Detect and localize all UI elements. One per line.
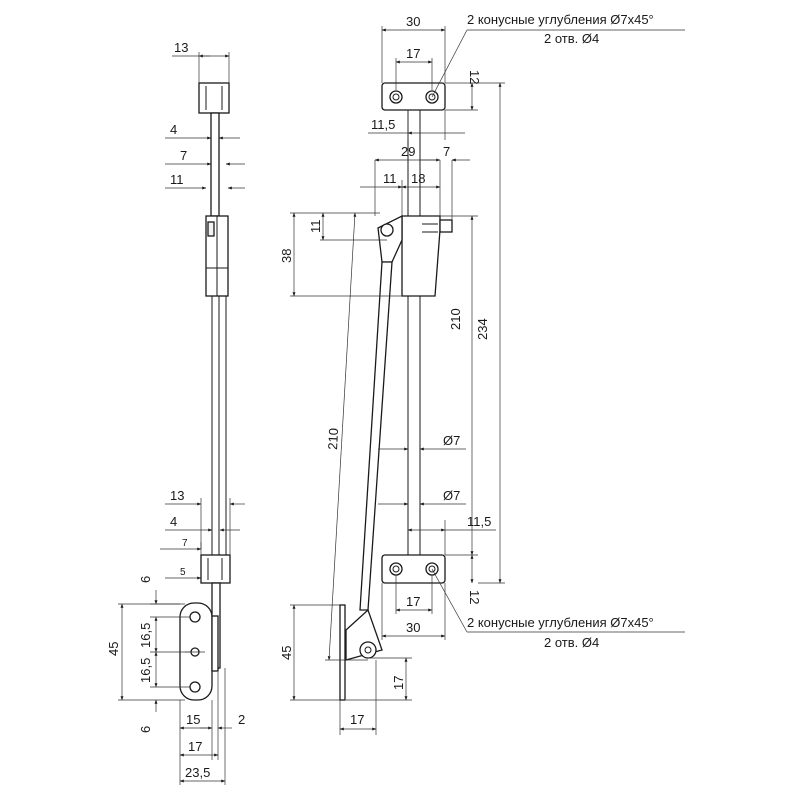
- dim-dia7-b: Ø7: [443, 488, 460, 503]
- dim-7-top: 7: [180, 148, 187, 163]
- dim-12-top: 12: [467, 70, 482, 84]
- dim-17-top: 17: [406, 46, 420, 61]
- left-side-view: 13 4 7 11 13 4 7 5 6: [106, 40, 245, 785]
- arm-head: [377, 214, 403, 263]
- slider-screw: [439, 219, 453, 233]
- dim-210: 210: [448, 308, 463, 330]
- note-top-line1: 2 конусные углубления Ø7x45°: [467, 12, 654, 27]
- dim-11-h: 11: [383, 171, 397, 186]
- dim-45: 45: [106, 642, 121, 656]
- dim-18: 18: [411, 171, 425, 186]
- bottom-pivot: [359, 641, 377, 659]
- left-top-bracket: [198, 82, 230, 114]
- note-bottom-line2: 2 отв. Ø4: [544, 635, 599, 650]
- dim-11-v: 11: [308, 220, 323, 234]
- dim-23-5: 23,5: [185, 765, 210, 780]
- dim-11-5-top: 11,5: [371, 117, 395, 132]
- dim-5: 5: [180, 567, 186, 578]
- dim-2: 2: [238, 712, 245, 727]
- dim-15: 15: [186, 712, 200, 727]
- plate-hole-top: [189, 611, 201, 623]
- right-front-view: 30 17 12 11,5 29 7 11 18: [279, 12, 685, 735]
- plate-hole-bottom: [189, 681, 201, 693]
- dim-13-bottom: 13: [170, 488, 184, 503]
- dim-12-bottom: 12: [467, 590, 482, 604]
- bottom-mount-block: [381, 554, 446, 584]
- slider-clamp: [401, 215, 441, 297]
- arm-pivot: [380, 223, 394, 237]
- note-bottom-line1: 2 конусные углубления Ø7x45°: [467, 615, 654, 630]
- dim-4-bottom: 4: [170, 514, 177, 529]
- dim-4-top: 4: [170, 122, 177, 137]
- dim-30-top: 30: [406, 14, 420, 29]
- dim-16-5-a: 16,5: [138, 623, 153, 648]
- dim-17-bottom: 17: [406, 594, 420, 609]
- dim-6-bottom: 6: [138, 726, 153, 733]
- dim-11-5-bottom: 11,5: [467, 514, 491, 529]
- dim-dia7-a: Ø7: [443, 433, 460, 448]
- bottom-bracket-plate: [339, 604, 346, 701]
- dim-6-top: 6: [138, 576, 153, 583]
- dim-7: 7: [443, 144, 450, 159]
- left-plate-edge: [211, 615, 219, 672]
- dim-210-arm: 210: [325, 428, 341, 450]
- dim-30-bottom: 30: [406, 620, 420, 635]
- left-bottom-bracket: [200, 554, 231, 584]
- dim-11: 11: [170, 172, 184, 187]
- dim-16-5-b: 16,5: [138, 658, 153, 683]
- dim-38: 38: [279, 249, 294, 263]
- dim-17-vertical: 17: [391, 676, 406, 690]
- dim-17-horizontal: 17: [350, 712, 364, 727]
- dim-13-top: 13: [174, 40, 188, 55]
- dim-234: 234: [475, 318, 490, 340]
- top-hole-left: [389, 90, 403, 104]
- bottom-hole-left: [389, 562, 403, 576]
- dim-45-right: 45: [279, 646, 294, 660]
- dim-17: 17: [188, 739, 202, 754]
- left-top-rod: [210, 112, 220, 217]
- dim-7-bottom: 7: [182, 538, 188, 549]
- dim-29: 29: [401, 144, 415, 159]
- note-top-line2: 2 отв. Ø4: [544, 31, 599, 46]
